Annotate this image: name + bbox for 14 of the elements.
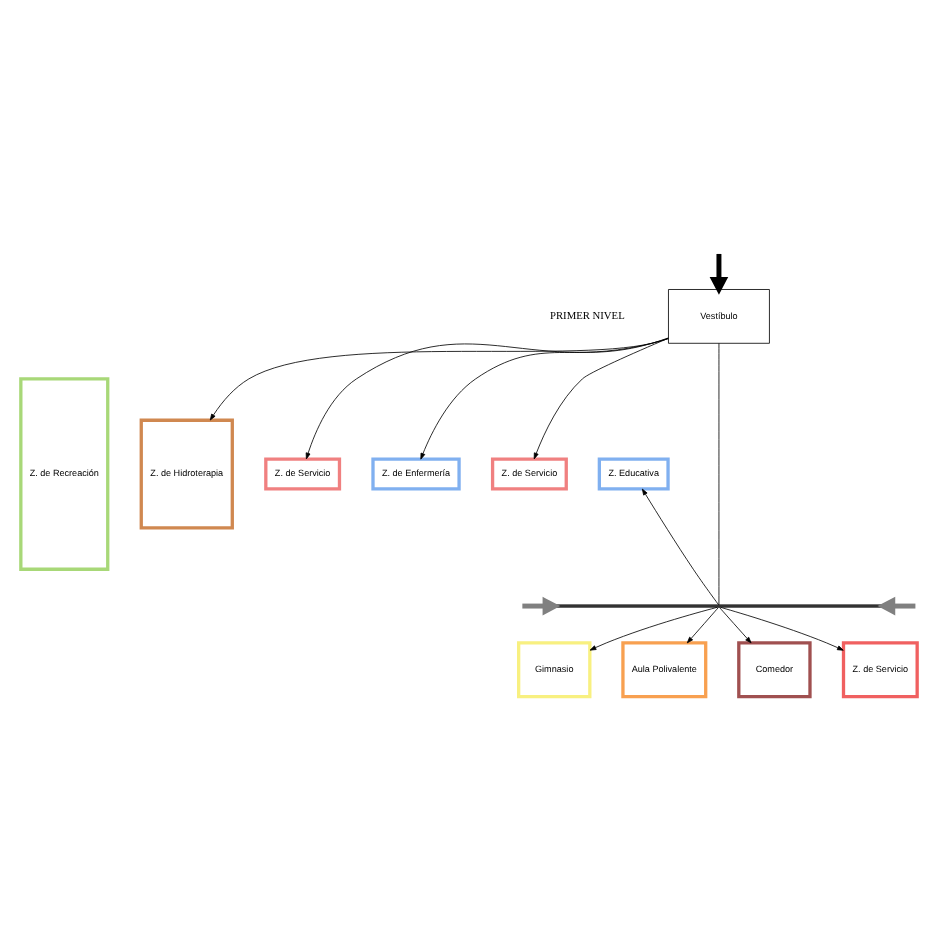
connector [718, 341, 720, 605]
arrow [420, 336, 669, 459]
node-bar [554, 603, 884, 607]
arrow [209, 337, 669, 420]
arrow [589, 605, 718, 650]
arrow [305, 337, 669, 459]
arrow [709, 252, 729, 294]
arrow [877, 595, 916, 615]
arrow [522, 595, 561, 615]
arrow [533, 336, 669, 459]
arrow [719, 606, 752, 643]
arrow [720, 605, 844, 650]
arrow [641, 487, 719, 605]
arrow [686, 606, 719, 643]
